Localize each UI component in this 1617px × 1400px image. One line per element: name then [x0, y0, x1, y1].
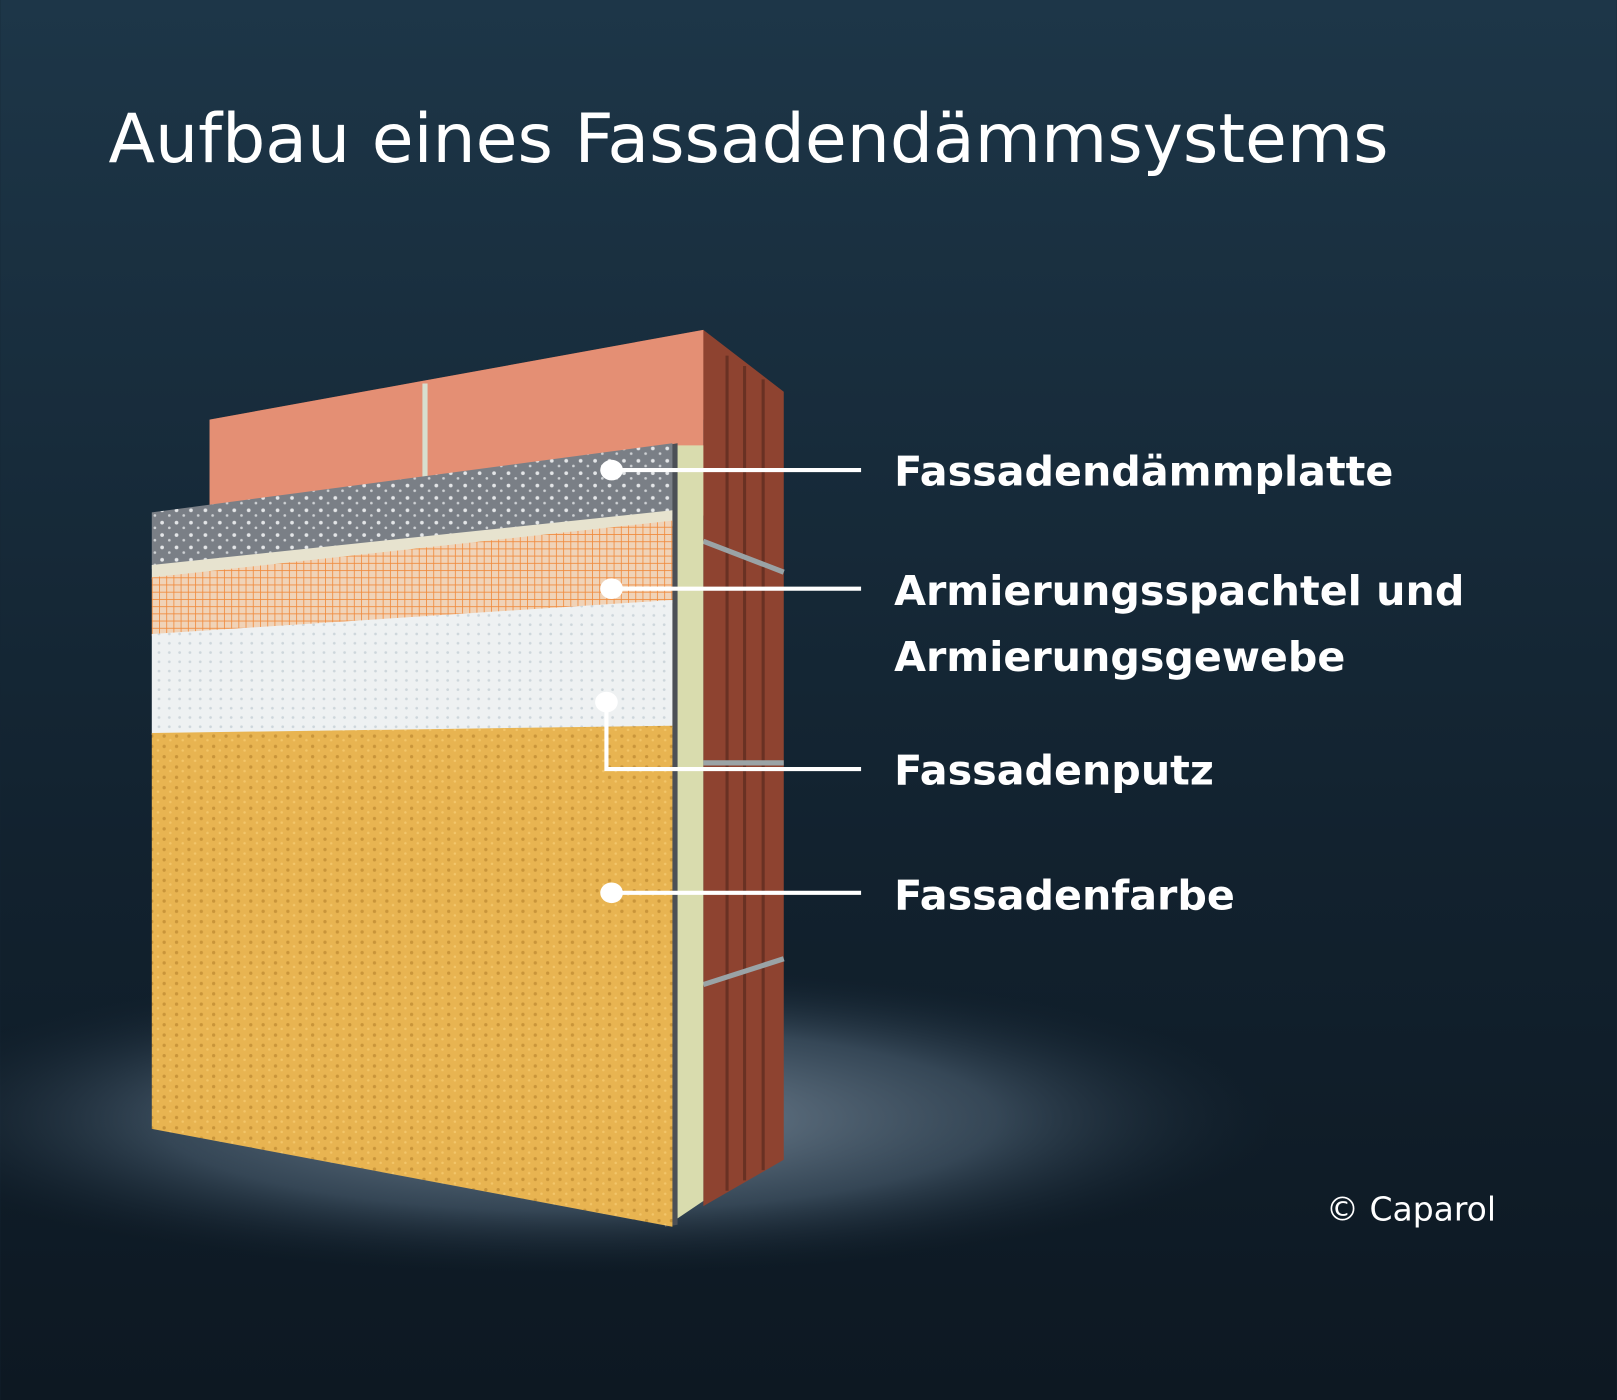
layer-insulation-board — [151, 443, 673, 570]
layer-paint — [151, 725, 673, 1227]
callout-dot-3 — [595, 691, 618, 713]
label-fassadenputz: Fassadenputz — [894, 747, 1214, 795]
layer-reinforcement-mortar — [151, 510, 673, 580]
label-armierung-line1: Armierungsspachtel und — [894, 567, 1464, 615]
callout-dot-2 — [600, 578, 623, 599]
label-fassadenfarbe: Fassadenfarbe — [894, 871, 1235, 919]
layer-plaster — [151, 600, 673, 736]
label-fassadendaemmplatte: Fassadendämmplatte — [894, 448, 1393, 496]
callout-dot-1 — [600, 459, 623, 481]
layer-reinforcement-mesh — [151, 520, 673, 637]
copyright: © Caparol — [1326, 1190, 1496, 1229]
callout-dot-4 — [600, 882, 623, 904]
callout-lines — [604, 468, 862, 895]
insulation-layers — [151, 443, 673, 1227]
label-armierung-line2: Armierungsgewebe — [894, 633, 1345, 681]
page-title: Aufbau eines Fassadendämmsystems — [108, 100, 1388, 179]
